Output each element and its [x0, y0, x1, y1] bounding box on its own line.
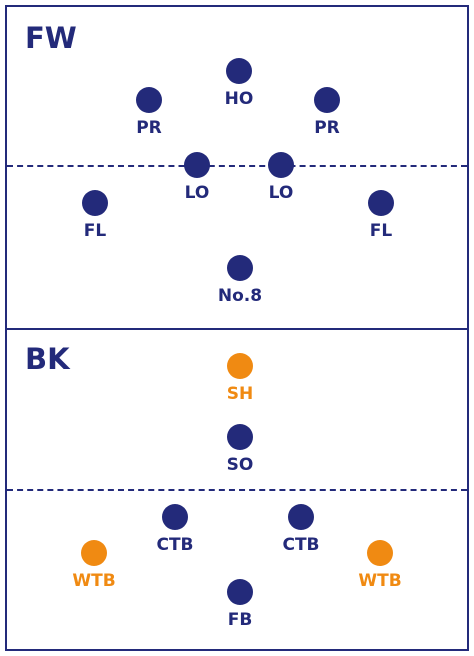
player-ctb-left-label: CTB — [156, 535, 194, 555]
player-ctb-right-marker — [288, 504, 314, 530]
player-fb-marker — [227, 579, 253, 605]
player-so-marker — [227, 424, 253, 450]
player-fl-right-label: FL — [369, 221, 393, 241]
player-wtb-left-marker — [81, 540, 107, 566]
player-ctb-left-marker — [162, 504, 188, 530]
player-pr-left-label: PR — [136, 118, 162, 138]
section-divider — [7, 328, 467, 330]
player-fl-right-marker — [368, 190, 394, 216]
player-fb-label: FB — [227, 610, 253, 630]
player-no8-label: No.8 — [217, 286, 263, 306]
player-fl-left-marker — [82, 190, 108, 216]
forwards-title: FW — [25, 21, 77, 55]
player-no8-marker — [227, 255, 253, 281]
player-fl-left-label: FL — [83, 221, 107, 241]
player-ho-marker — [226, 58, 252, 84]
formation-board — [5, 5, 469, 651]
player-sh-marker — [227, 353, 253, 379]
player-so-label: SO — [226, 455, 254, 475]
player-pr-right-label: PR — [314, 118, 340, 138]
player-pr-right-marker — [314, 87, 340, 113]
player-lo-left-label: LO — [184, 183, 210, 203]
player-sh-label: SH — [226, 384, 254, 404]
player-ho-label: HO — [224, 89, 254, 109]
player-wtb-right-marker — [367, 540, 393, 566]
player-lo-left-marker — [184, 152, 210, 178]
player-wtb-left-label: WTB — [72, 571, 116, 591]
player-pr-left-marker — [136, 87, 162, 113]
player-lo-right-marker — [268, 152, 294, 178]
player-lo-right-label: LO — [268, 183, 294, 203]
player-ctb-right-label: CTB — [282, 535, 320, 555]
backs-dashed-line — [7, 489, 467, 491]
player-wtb-right-label: WTB — [358, 571, 402, 591]
backs-title: BK — [25, 342, 70, 376]
forwards-dashed-line — [7, 165, 467, 167]
